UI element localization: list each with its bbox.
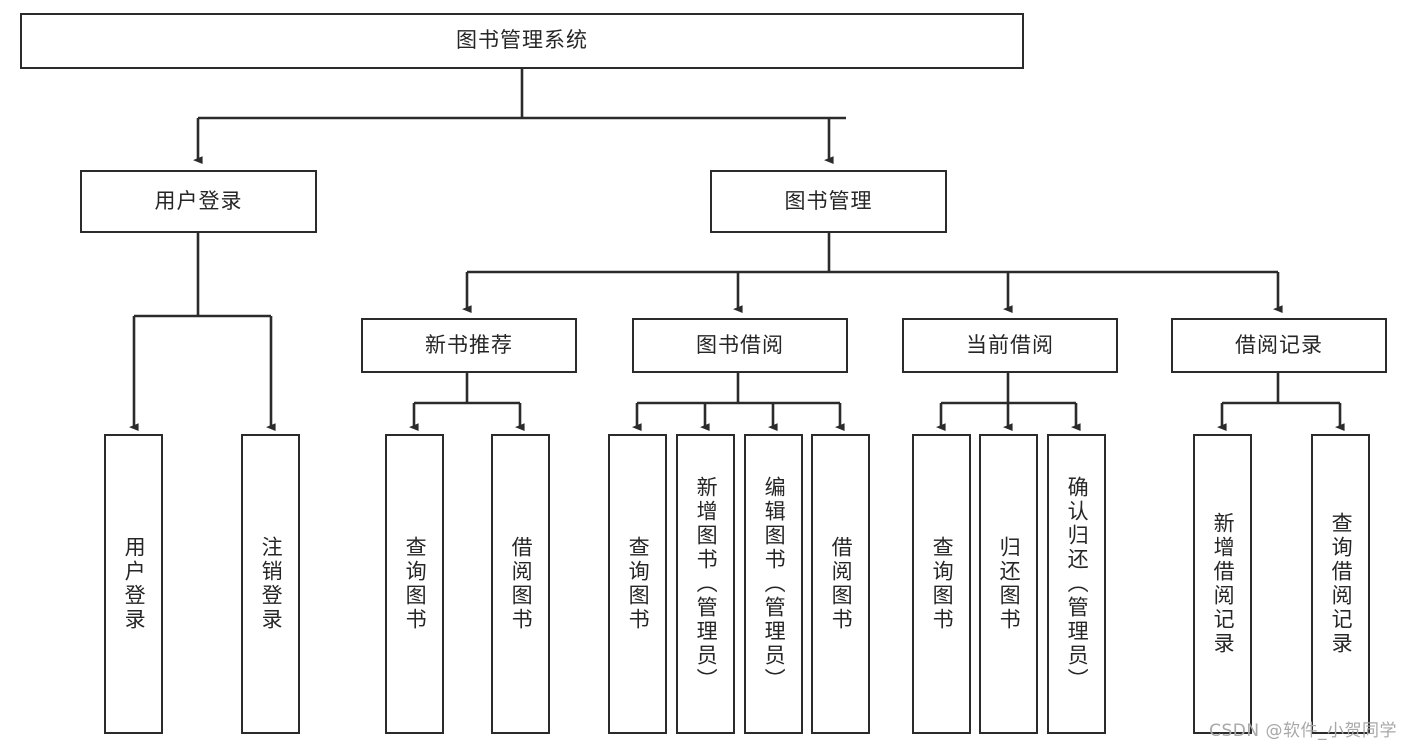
node-label: 用户登录 xyxy=(154,188,243,213)
node-label: 新书推荐 xyxy=(425,332,513,357)
node-label: 新增图书（管理员） xyxy=(694,476,719,692)
leaf-current-borrow-confirm-return-admin[interactable]: 确认归还（管理员） xyxy=(1047,434,1106,734)
leaf-records-query-record[interactable]: 查询借阅记录 xyxy=(1311,434,1370,734)
node-label: 借阅图书 xyxy=(509,536,534,632)
node-label: 查询图书 xyxy=(403,536,428,632)
leaf-book-borrow-edit-book-admin[interactable]: 编辑图书（管理员） xyxy=(744,434,803,734)
node-label: 归还图书 xyxy=(997,536,1022,632)
leaf-user-login-logout[interactable]: 注销登录 xyxy=(241,434,300,734)
node-book-borrow[interactable]: 图书借阅 xyxy=(632,318,848,373)
node-label: 确认归还（管理员） xyxy=(1065,476,1090,692)
leaf-current-borrow-query-book[interactable]: 查询图书 xyxy=(912,434,971,734)
node-label: 图书借阅 xyxy=(696,332,784,357)
node-label: 编辑图书（管理员） xyxy=(762,476,787,692)
leaf-new-book-query-book[interactable]: 查询图书 xyxy=(385,434,444,734)
node-label: 当前借阅 xyxy=(966,332,1054,357)
leaf-current-borrow-return-book[interactable]: 归还图书 xyxy=(979,434,1038,734)
node-label: 查询借阅记录 xyxy=(1329,512,1354,656)
node-root-book-management-system[interactable]: 图书管理系统 xyxy=(20,13,1024,69)
node-label: 新增借阅记录 xyxy=(1211,512,1236,656)
leaf-book-borrow-query-book[interactable]: 查询图书 xyxy=(608,434,667,734)
node-user-login[interactable]: 用户登录 xyxy=(80,170,317,233)
leaf-records-add-record[interactable]: 新增借阅记录 xyxy=(1193,434,1252,734)
node-label: 查询图书 xyxy=(626,536,651,632)
node-borrow-records[interactable]: 借阅记录 xyxy=(1171,318,1387,373)
node-label: 用户登录 xyxy=(122,536,147,632)
leaf-new-book-borrow-book[interactable]: 借阅图书 xyxy=(491,434,550,734)
leaf-book-borrow-borrow-book[interactable]: 借阅图书 xyxy=(811,434,870,734)
node-current-borrow[interactable]: 当前借阅 xyxy=(902,318,1118,373)
node-label: 借阅记录 xyxy=(1235,332,1323,357)
node-label: 注销登录 xyxy=(259,536,284,632)
node-label: 图书管理系统 xyxy=(456,28,588,53)
node-label: 借阅图书 xyxy=(829,536,854,632)
node-label: 图书管理 xyxy=(784,188,873,213)
leaf-book-borrow-add-book-admin[interactable]: 新增图书（管理员） xyxy=(676,434,735,734)
node-new-book-recommend[interactable]: 新书推荐 xyxy=(361,318,577,373)
node-book-management[interactable]: 图书管理 xyxy=(710,170,947,233)
node-label: 查询图书 xyxy=(930,536,955,632)
leaf-user-login-login[interactable]: 用户登录 xyxy=(104,434,163,734)
